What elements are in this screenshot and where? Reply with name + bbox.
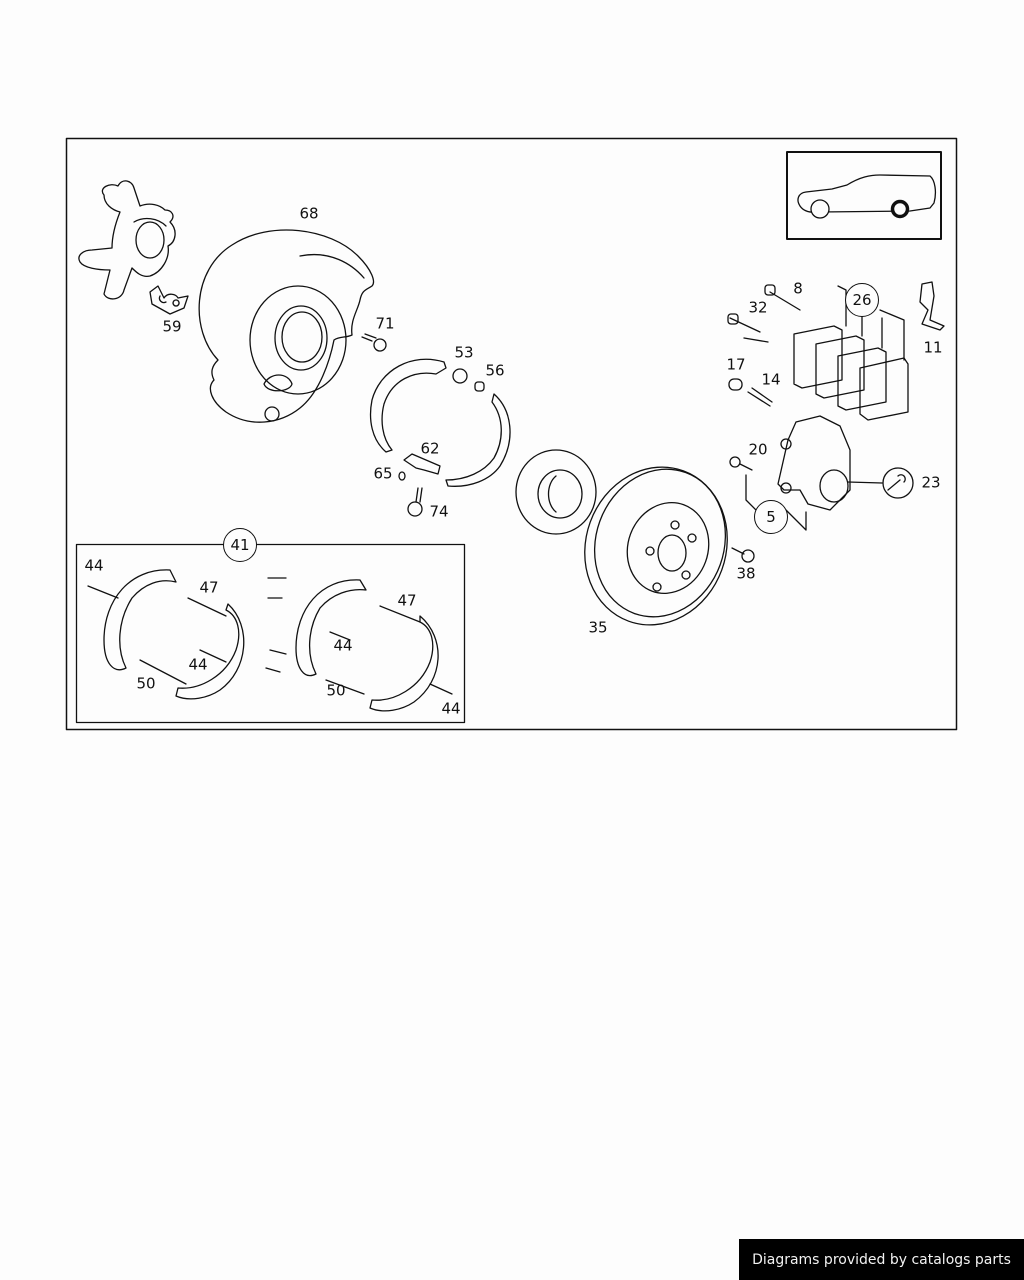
callout-38: 38 [736, 564, 756, 583]
part-59-bracket [149, 285, 189, 315]
callout-44: 44 [333, 636, 353, 655]
callout-59: 59 [162, 317, 182, 336]
callout-44: 44 [441, 699, 461, 718]
part-65-washer [398, 471, 406, 481]
vehicle-locator-inset [786, 151, 942, 240]
callout-50: 50 [326, 681, 346, 700]
callout-35: 35 [588, 618, 608, 637]
wheel-carrier-part [78, 180, 176, 300]
part-23-tool-symbol [882, 467, 914, 499]
part-56-sleeve [474, 381, 485, 392]
part-74-bolt [407, 487, 423, 517]
circled-callout-5: 5 [754, 500, 788, 534]
callout-8: 8 [793, 279, 803, 298]
part-14-bleeder [747, 387, 773, 407]
part-32-bolt [727, 313, 769, 343]
callout-50: 50 [136, 674, 156, 693]
part-35-brake-disc [584, 466, 728, 626]
callout-14: 14 [761, 370, 781, 389]
part-38-screw [731, 547, 755, 563]
parking-brake-shoe-right [445, 393, 511, 487]
diagram-frame [65, 137, 958, 731]
callout-56: 56 [485, 361, 505, 380]
part-68-backing-plate [198, 229, 375, 423]
part-71-bolt [361, 333, 387, 352]
callout-11: 11 [923, 338, 943, 357]
callout-32: 32 [748, 298, 768, 317]
kit-41-box [75, 543, 466, 724]
callout-47: 47 [199, 578, 219, 597]
callout-23: 23 [921, 473, 941, 492]
callout-5-leader [745, 474, 807, 531]
parking-brake-shoe-left [369, 358, 447, 453]
callout-44: 44 [84, 556, 104, 575]
part-11-spring [919, 281, 945, 331]
part-17-cap [728, 378, 743, 391]
callout-74: 74 [429, 502, 449, 521]
wheel-hub-part [515, 449, 597, 535]
kit-41-shoes [87, 569, 453, 712]
callout-71: 71 [375, 314, 395, 333]
rear-wheel-highlight [890, 199, 910, 219]
part-26-brake-pads [793, 285, 909, 421]
callout-68: 68 [299, 204, 319, 223]
callout-17: 17 [726, 355, 746, 374]
part-20-bolt [729, 456, 753, 471]
credit-banner: Diagrams provided by catalogs parts [739, 1239, 1024, 1280]
caliper-part [777, 415, 883, 511]
callout-53: 53 [454, 343, 474, 362]
callout-65: 65 [373, 464, 393, 483]
circled-callout-41: 41 [223, 528, 257, 562]
callout-62: 62 [420, 439, 440, 458]
part-62-clip [403, 453, 441, 475]
part-8-pin [764, 284, 801, 311]
callout-47: 47 [397, 591, 417, 610]
callout-20: 20 [748, 440, 768, 459]
callout-44: 44 [188, 655, 208, 674]
circled-callout-26: 26 [845, 283, 879, 317]
part-53-adjuster [452, 368, 468, 384]
